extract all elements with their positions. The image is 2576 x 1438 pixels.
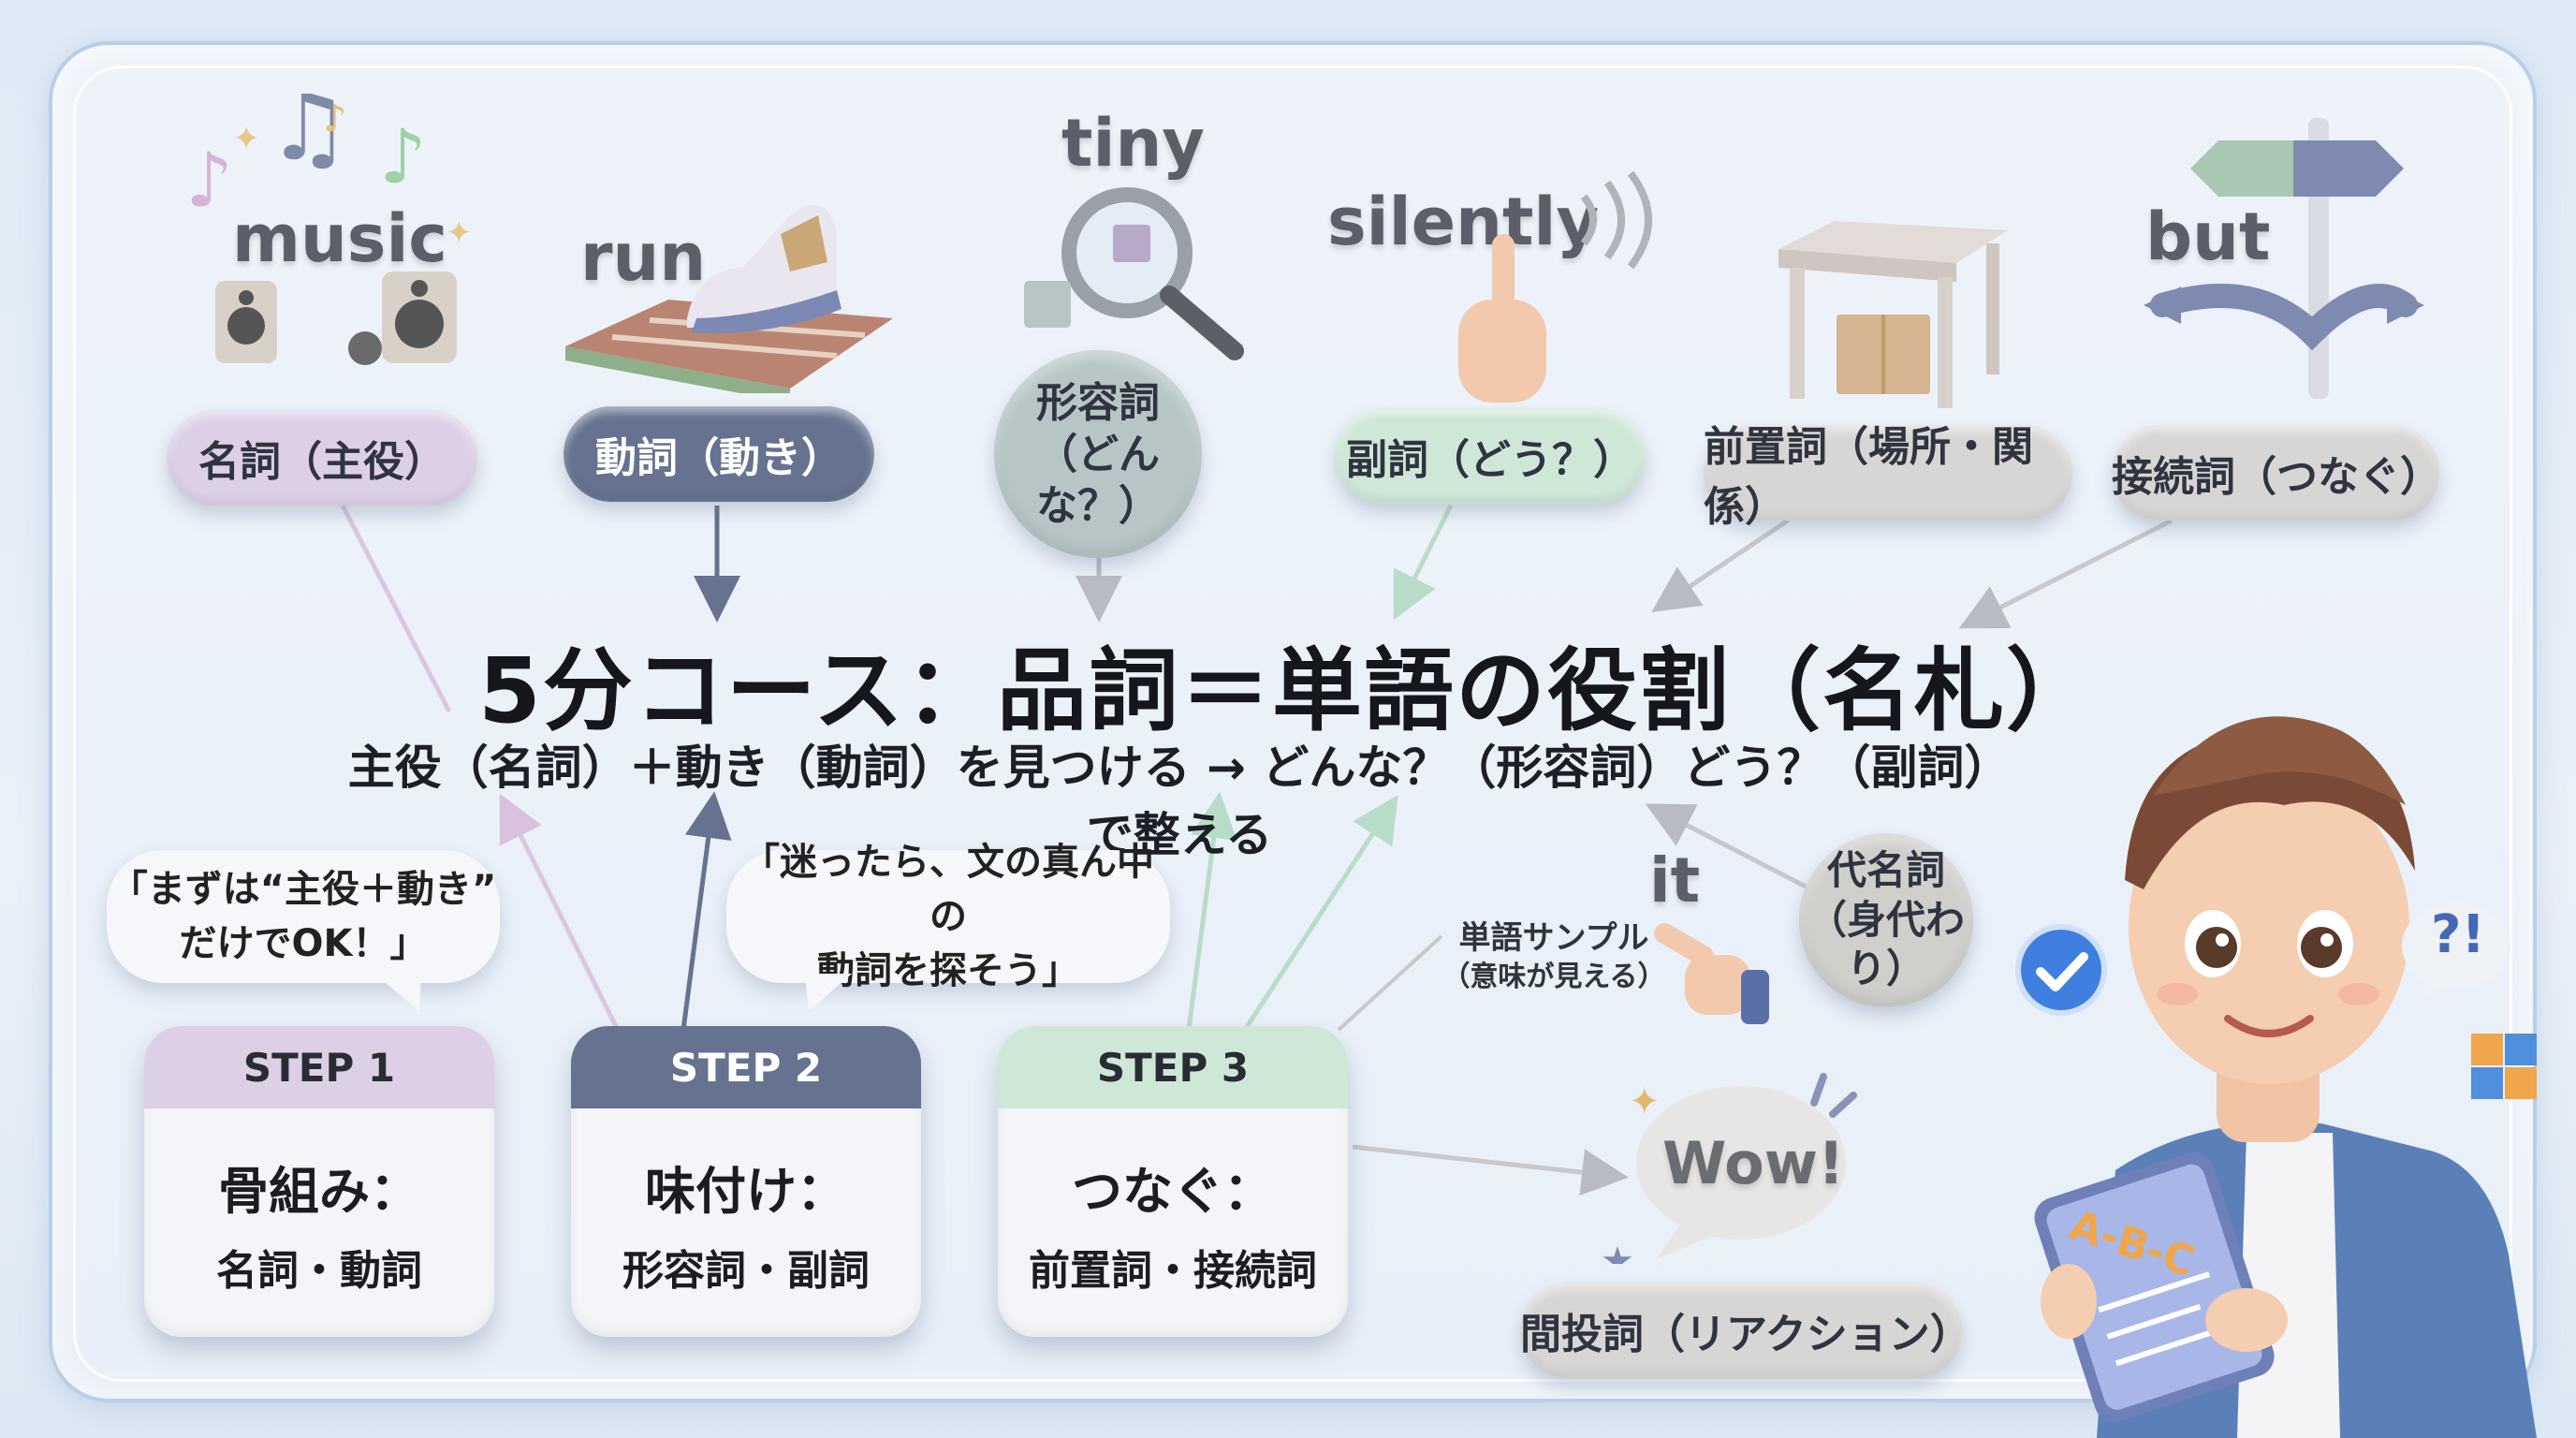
finger-shush-icon	[1458, 234, 1546, 403]
step-card-1: STEP 1 骨組み： 名詞・動詞	[144, 1026, 494, 1337]
svg-text:♪: ♪	[185, 137, 233, 224]
adverb-label-pill: 副詞（どう？）	[1335, 408, 1646, 504]
question-exclaim-text: ?!	[2430, 904, 2486, 965]
verb-example-word: run	[580, 219, 707, 296]
tip-bubble-middle-line1: 「迷ったら、文の真ん中の	[742, 841, 1154, 938]
noun-example-word: music	[232, 200, 447, 277]
table-box-icon	[1778, 221, 2008, 408]
step-3-head: STEP 3	[998, 1026, 1348, 1108]
svg-text:✦: ✦	[232, 120, 260, 158]
signpost-icon	[2144, 118, 2424, 399]
question-exclaim-bubble-icon	[2402, 902, 2510, 1000]
step-3-main: つなぐ：	[1072, 1161, 1274, 1221]
svg-text:✦: ✦	[446, 214, 473, 252]
arrow-interjection	[1352, 1144, 1629, 1196]
pronoun-label-line1: 代名詞	[1826, 847, 1945, 894]
interjection-example-word: Wow!	[1662, 1129, 1845, 1197]
student-character-illustration: A-B-C	[2034, 716, 2537, 1438]
tip-bubble-middle-line2: 動詞を探そう」	[817, 949, 1079, 992]
adverb-example-word: silently	[1327, 183, 1600, 260]
conjunction-label: 接続詞（つなぐ）	[2112, 453, 2441, 501]
noun-label: 名詞（主役）	[198, 438, 446, 486]
step-3-sub: 前置詞・接続詞	[1029, 1246, 1317, 1295]
conjunction-label-pill: 接続詞（つなぐ）	[2112, 425, 2441, 521]
running-shoe-track-icon	[565, 204, 893, 393]
step-card-3: STEP 3 つなぐ： 前置詞・接続詞	[998, 1026, 1348, 1337]
arrow-sample	[1337, 934, 1443, 1032]
svg-text:♪: ♪	[379, 113, 427, 200]
word-sample-line1: 単語サンプル	[1458, 919, 1649, 957]
pronoun-label-line2: （身代わり）	[1807, 896, 1965, 992]
wow-speech-bubble-icon: ✦ ★	[1601, 1073, 1857, 1264]
pronoun-example-word: it	[1649, 844, 1701, 917]
adjective-label-line2: （どんな？）	[1036, 430, 1160, 530]
pronoun-label-circle: 代名詞 （身代わり）	[1799, 833, 1973, 1007]
svg-text:★: ★	[1601, 1240, 1634, 1264]
arrow-step2	[681, 791, 732, 1031]
music-notes-speakers-icon: ♪ ♫ ♪ ♪ ✦ ✦	[185, 94, 473, 365]
svg-text:♪: ♪	[323, 97, 347, 140]
arrow-adverb	[1393, 504, 1454, 621]
sound-waves-icon	[1580, 170, 1652, 270]
preposition-label-pill: 前置詞（場所・関係）	[1704, 423, 2072, 531]
conjunction-example-word: but	[2145, 198, 2271, 275]
adjective-label-line1: 形容詞	[1036, 378, 1160, 427]
page-subtitle: 主役（名詞）＋動き（動詞）を見つける → どんな？（形容詞）どう？（副詞）で整え…	[347, 741, 2012, 862]
tip-bubble-middle: 「迷ったら、文の真ん中の 動詞を探そう」	[726, 841, 1170, 992]
bubble-tail-left	[374, 974, 421, 1011]
step-1-head: STEP 1	[144, 1026, 494, 1108]
verb-label: 動詞（動き）	[595, 434, 842, 482]
adverb-label: 副詞（どう？）	[1346, 436, 1634, 484]
arrow-step1	[499, 793, 621, 1032]
tip-bubble-left-line2: だけでOK！」	[179, 922, 428, 965]
svg-text:♫: ♫	[267, 94, 351, 182]
arrow-step3b	[1242, 795, 1398, 1032]
step-1-sub: 名詞・動詞	[216, 1246, 422, 1295]
page-title: 5分コース：品詞＝単語の役割（名札）	[478, 638, 2098, 743]
adjective-example-word: tiny	[1061, 105, 1205, 182]
word-sample-label: 単語サンプル （意味が見える）	[1432, 917, 1676, 995]
noun-label-pill: 名詞（主役）	[167, 410, 477, 506]
pointing-hand-icon	[1654, 923, 1769, 1024]
svg-text:✦: ✦	[1629, 1080, 1661, 1123]
bubble-tail-middle	[805, 974, 852, 1011]
puzzle-piece-icon	[2471, 1034, 2537, 1099]
arrow-step3a	[1186, 791, 1237, 1031]
arrow-pronoun	[1645, 803, 1813, 892]
arrow-noun	[340, 504, 452, 713]
tip-bubble-left-line1: 「まずは“主役＋動き”	[110, 868, 497, 911]
interjection-label: 間投詞（リアクション）	[1520, 1311, 1971, 1358]
step-1-main: 骨組み：	[218, 1161, 420, 1221]
step-card-2: STEP 2 味付け： 形容詞・副詞	[571, 1026, 921, 1337]
verb-label-pill: 動詞（動き）	[564, 406, 874, 502]
board-inner-frame	[73, 66, 2512, 1382]
preposition-label: 前置詞（場所・関係）	[1704, 423, 2033, 531]
word-sample-line2: （意味が見える）	[1442, 961, 1666, 994]
arrow-preposition	[1651, 518, 1790, 612]
step-2-main: 味付け：	[645, 1161, 847, 1221]
check-badge-icon	[2015, 924, 2107, 1016]
interjection-label-pill: 間投詞（リアクション）	[1520, 1283, 1971, 1378]
magnifying-glass-icon	[1024, 187, 1244, 360]
tip-bubble-left: 「まずは“主役＋動き” だけでOK！」	[107, 850, 500, 983]
adjective-label-circle: 形容詞 （どんな？）	[994, 350, 1202, 558]
arrow-conjunction	[1958, 518, 2174, 629]
step-2-sub: 形容詞・副詞	[622, 1246, 870, 1295]
step-2-head: STEP 2	[571, 1026, 921, 1108]
